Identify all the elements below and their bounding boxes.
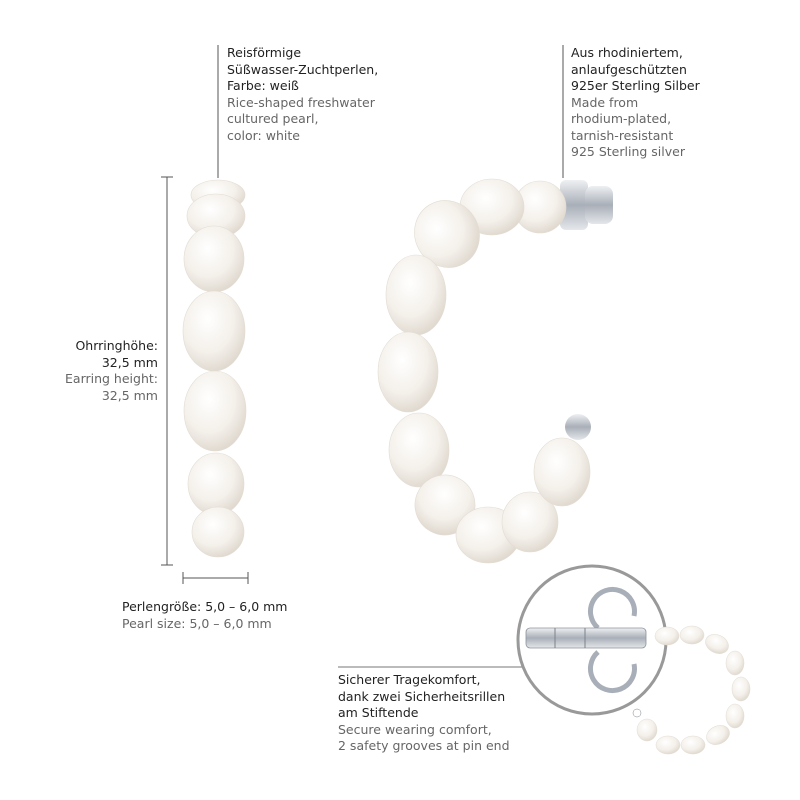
material-de-line: Aus rhodiniertem, [571, 45, 683, 60]
small-hoop-earring [632, 625, 751, 755]
material-en-line: tarnish-resistant [571, 127, 674, 143]
side-view-earring [182, 179, 247, 558]
material-de-line: 925er Sterling Silber [571, 78, 700, 93]
comfort-de-line: Sicherer Tragekomfort, [338, 672, 481, 687]
material-en-line: rhodium-plated, [571, 111, 672, 126]
pearl-en-line: cultured pearl, [227, 111, 319, 126]
pin-detail-magnifier [516, 564, 668, 716]
height-callout: Ohrringhöhe: 32,5 mm Earring height: 32,… [65, 338, 158, 404]
material-callout: Aus rhodiniertem, anlaufgeschützten 925e… [571, 45, 700, 161]
pearl-de-line: Süßwasser-Zuchtperlen, [227, 61, 379, 77]
pearl-size-de: Perlengröße: 5,0 – 6,0 mm [122, 599, 288, 614]
material-de-line: anlaufgeschützten [571, 61, 687, 77]
comfort-en-line: 2 safety grooves at pin end [338, 738, 510, 753]
comfort-callout: Sicherer Tragekomfort, dank zwei Sicherh… [338, 672, 510, 755]
material-en-line: 925 Sterling silver [571, 144, 685, 159]
height-en-line: Earring height: [65, 371, 158, 386]
comfort-de-line: am Stiftende [338, 705, 419, 720]
height-de-line: 32,5 mm [101, 354, 158, 370]
width-dimension-line [182, 572, 249, 584]
pearl-de-line: Farbe: weiß [227, 78, 299, 93]
pearl-en-line: Rice-shaped freshwater [227, 94, 375, 110]
pearl-size-callout: Perlengröße: 5,0 – 6,0 mm Pearl size: 5,… [122, 599, 288, 632]
height-dimension-line [161, 176, 173, 566]
height-en-line: 32,5 mm [101, 387, 158, 403]
pearl-size-en: Pearl size: 5,0 – 6,0 mm [122, 615, 272, 631]
pearl-de-line: Reisförmige [227, 45, 302, 60]
comfort-de-line: dank zwei Sicherheitsrillen [338, 688, 506, 704]
comfort-en-line: Secure wearing comfort, [338, 721, 492, 737]
height-de-line: Ohrringhöhe: [75, 338, 158, 353]
front-view-earring [377, 178, 613, 564]
pearl-en-line: color: white [227, 127, 300, 143]
pearl-callout: Reisförmige Süßwasser-Zuchtperlen, Farbe… [227, 45, 378, 144]
material-en-line: Made from [571, 94, 639, 110]
